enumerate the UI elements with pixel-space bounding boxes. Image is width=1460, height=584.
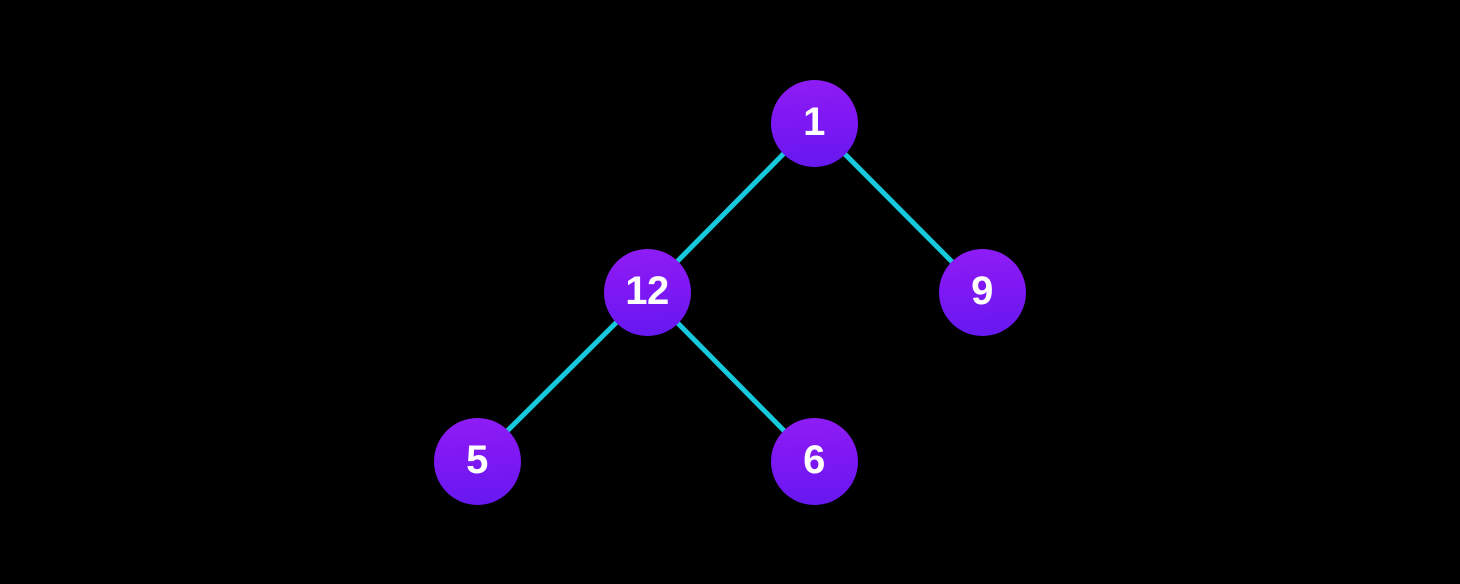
tree-edge — [674, 319, 787, 434]
tree-node-5[interactable]: 5 — [433, 417, 521, 505]
tree-edge — [504, 319, 620, 434]
tree-edge — [674, 150, 787, 265]
tree-node-6[interactable]: 6 — [770, 417, 858, 505]
tree-node-label: 6 — [803, 438, 825, 482]
tree-node-label: 9 — [971, 269, 993, 313]
tree-node-label: 1 — [803, 100, 825, 144]
tree-node-12[interactable]: 12 — [603, 248, 691, 336]
tree-edge — [841, 150, 955, 265]
tree-node-label: 5 — [466, 438, 488, 482]
tree-node-1[interactable]: 1 — [770, 79, 858, 167]
tree-node-9[interactable]: 9 — [938, 248, 1026, 336]
tree-node-label: 12 — [625, 269, 669, 313]
